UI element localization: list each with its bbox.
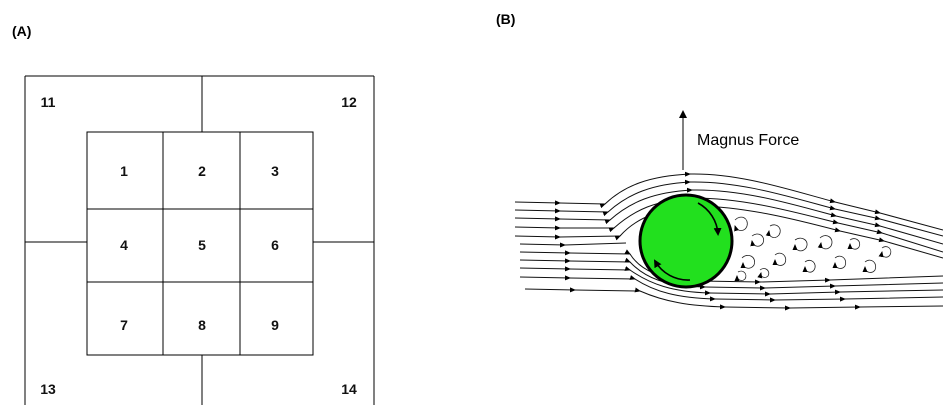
panel-b-label: (B): [496, 11, 515, 27]
zone-14: 14: [341, 381, 357, 397]
wake-eddies: [734, 216, 892, 282]
rotation-arrow-clockwise-bottom: [654, 259, 691, 281]
strike-zone-inner-grid: [86, 131, 314, 356]
magnus-force-label: Magnus Force: [697, 132, 799, 149]
strike-zone-outer-frame: [24, 75, 375, 405]
zone-4: 4: [120, 237, 128, 253]
panel-a: (A) 1 2 3 4 5 6 7 8 9 11 12 13 14: [12, 23, 375, 405]
zone-7: 7: [120, 317, 128, 333]
zone-6: 6: [271, 237, 279, 253]
zone-1: 1: [120, 163, 128, 179]
zone-5: 5: [198, 237, 206, 253]
zone-9: 9: [271, 317, 279, 333]
panel-b: (B) Magnus Force: [496, 11, 943, 311]
zone-12: 12: [341, 94, 357, 110]
zone-13: 13: [40, 381, 56, 397]
zone-3: 3: [271, 163, 279, 179]
zone-8: 8: [198, 317, 206, 333]
zone-2: 2: [198, 163, 206, 179]
spinning-ball: [638, 193, 734, 289]
panel-a-label: (A): [12, 23, 31, 39]
rotation-arrow-clockwise-top: [697, 202, 722, 236]
zone-11: 11: [41, 94, 56, 110]
